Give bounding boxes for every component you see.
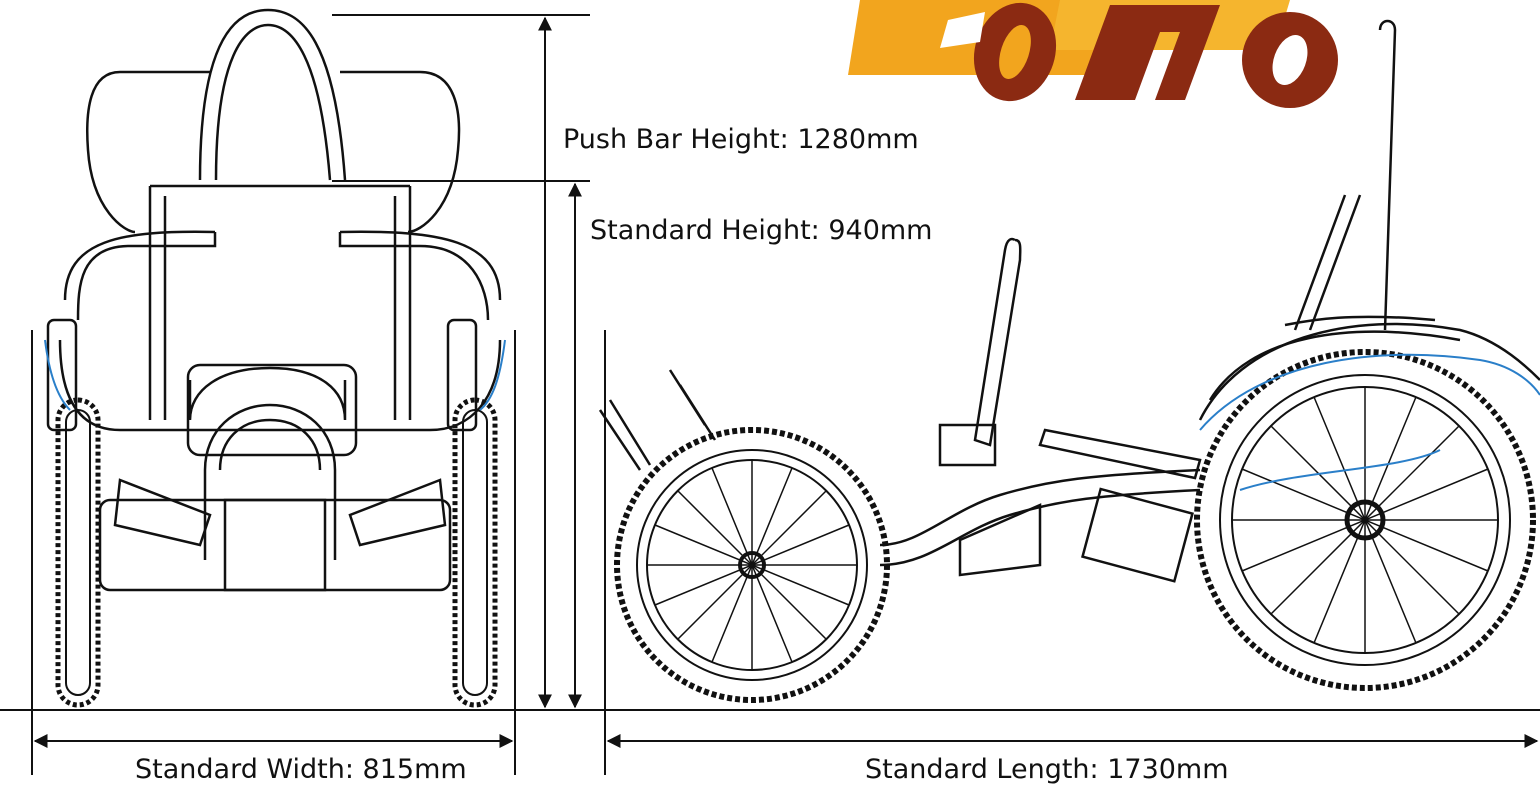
side-drive-wheel: [1194, 349, 1536, 691]
side-blue-accent: [1199, 353, 1540, 491]
side-rear-small-wheel: [614, 427, 890, 703]
standard-width-label: Standard Width: 815mm: [135, 754, 467, 785]
front-right-wheel: [452, 397, 498, 708]
front-view: [46, 8, 502, 592]
push-bar-height-label: Push Bar Height: 1280mm: [563, 124, 919, 155]
front-left-wheel: [55, 397, 101, 708]
standard-length-label: Standard Length: 1730mm: [865, 754, 1229, 785]
standard-height-label: Standard Height: 940mm: [590, 215, 933, 246]
brand-logo: [848, 0, 1338, 108]
side-view: [598, 19, 1540, 583]
dimension-lines: [0, 14, 1540, 775]
front-blue-accent: [44, 339, 506, 411]
